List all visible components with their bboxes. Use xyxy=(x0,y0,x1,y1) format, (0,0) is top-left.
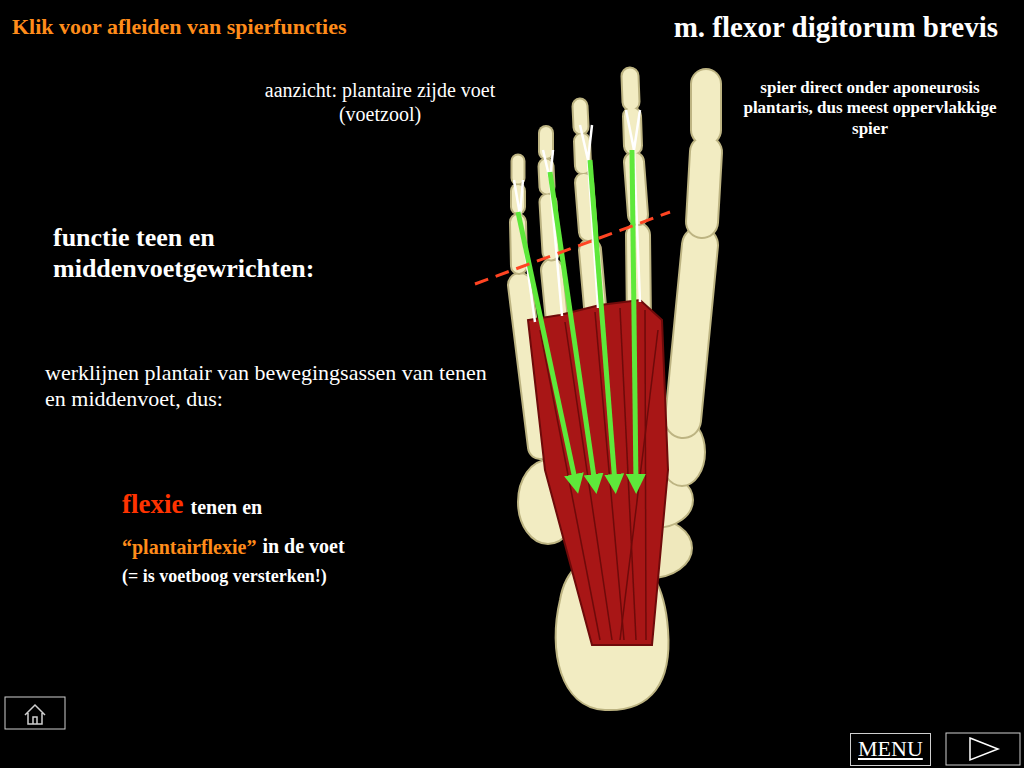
view-note: aanzicht: plantaire zijde voet (voetzool… xyxy=(225,78,535,126)
button-label: MENU xyxy=(858,736,923,762)
slide-title: m. flexor digitorum brevis xyxy=(674,10,998,45)
keyword: flexie xyxy=(122,488,183,520)
keyword: “plantairflexie” xyxy=(122,535,256,559)
phalanx-outlines xyxy=(518,76,706,266)
skeleton xyxy=(518,76,706,710)
function-text: in de voet xyxy=(262,534,344,558)
muscle-fibres xyxy=(540,308,658,640)
muscle xyxy=(514,110,668,645)
link-text: Klik voor afleiden van spierfuncties xyxy=(12,14,347,40)
home-button xyxy=(5,697,65,729)
next-button xyxy=(946,733,1020,765)
phalanges xyxy=(518,76,706,266)
menu-button: MENU xyxy=(850,733,931,766)
function-note: (= is voetboog versterken!) xyxy=(122,566,327,588)
muscle-note: spier direct onder aponeurosis plantaris… xyxy=(742,78,998,139)
function-heading: functie teen en middenvoetgewrichten: xyxy=(53,222,398,284)
action-line-note: werklijnen plantair van bewegingsassen v… xyxy=(45,360,500,413)
function-text: tenen en xyxy=(190,495,262,519)
movement-axis xyxy=(475,212,670,284)
action-arrows xyxy=(518,150,636,484)
